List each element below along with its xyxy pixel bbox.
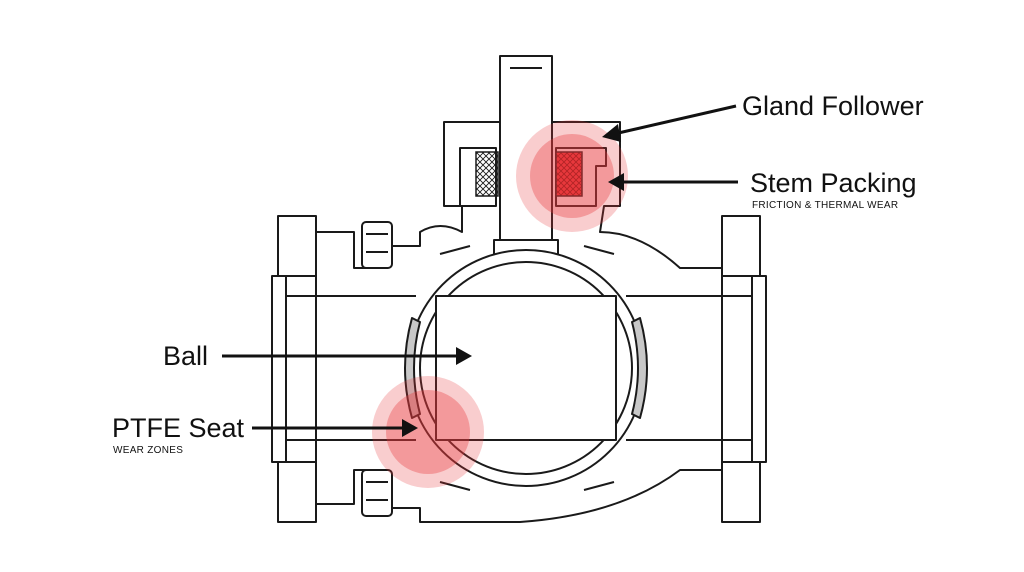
left-flange-lower <box>277 461 317 523</box>
arrow-gland-follower <box>613 104 737 136</box>
gland-follower-label: Gland Follower <box>742 91 924 121</box>
stem-packing-right <box>555 151 583 197</box>
right-flange <box>721 215 761 277</box>
wear-zone-stem-packing <box>516 120 628 232</box>
stem-packing-note: FRICTION & THERMAL WEAR <box>752 200 899 211</box>
right-flange-neck <box>751 275 767 463</box>
lower-bolt <box>361 469 393 517</box>
stem-packing-left <box>475 151 499 197</box>
valve-stem <box>499 55 553 247</box>
left-flange <box>277 215 317 277</box>
ptfe-seat-left <box>404 317 421 419</box>
ptfe-seat-label: PTFE Seat <box>112 413 245 443</box>
ptfe-seat-right <box>631 317 648 419</box>
ball-bore <box>435 295 617 441</box>
upper-bolt <box>361 221 393 269</box>
ball-label: Ball <box>163 341 209 371</box>
left-flange-neck <box>271 275 287 463</box>
stem-packing-label: Stem Packing <box>750 168 917 198</box>
right-flange-lower <box>721 461 761 523</box>
bore <box>286 295 752 441</box>
wear-zone-ptfe-seat <box>372 376 484 488</box>
ptfe-seat-note: WEAR ZONES <box>113 445 184 456</box>
